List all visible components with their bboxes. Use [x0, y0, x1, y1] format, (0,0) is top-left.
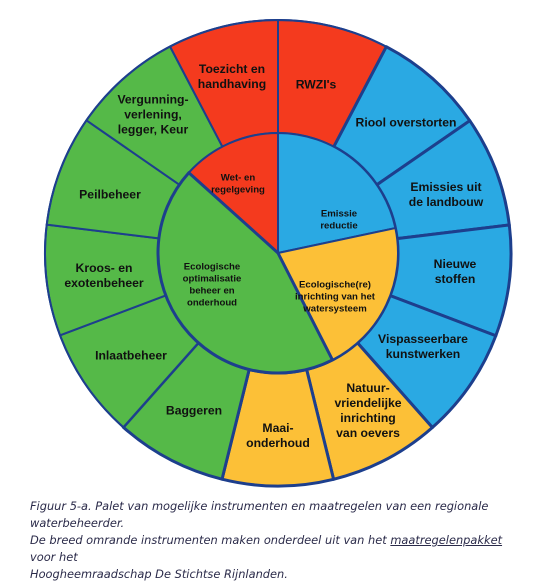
figure-caption: Figuur 5-a. Palet van mogelijke instrume…: [30, 498, 520, 583]
inner-core: [156, 132, 399, 375]
inner-sector-wet-en-regelgeving: [187, 132, 279, 254]
caption-line-3: Hoogheemraadschap De Stichtse Rijnlanden…: [30, 567, 288, 581]
outer-label-vergunning-verlening-legger-keur: Vergunning-verlening,legger, Keur: [117, 92, 188, 136]
outer-label-inlaatbeheer: Inlaatbeheer: [95, 348, 167, 362]
caption-line-2: De breed omrande instrumenten maken onde…: [30, 532, 520, 566]
caption-line-1: Figuur 5-a. Palet van mogelijke instrume…: [30, 499, 489, 530]
outer-label-riool-overstorten: Riool overstorten: [356, 115, 457, 129]
outer-label-baggeren: Baggeren: [166, 403, 222, 417]
outer-label-peilbeheer: Peilbeheer: [79, 187, 141, 201]
outer-label-rwzi-s: RWZI's: [296, 77, 337, 91]
inner-sector-emissie-reductie: [277, 132, 397, 254]
inner-sector-ecologische-re-inrichting-van-het-watersysteem: [277, 227, 399, 361]
inner-sector-ecologische-optimalisatie-beheer-en-onderhoud: [156, 171, 334, 375]
outer-label-maai-onderhoud: Maai-onderhoud: [246, 421, 310, 450]
caption-line-2-end: voor het: [30, 550, 78, 564]
caption-line-2-start: De breed omrande instrumenten maken onde…: [30, 533, 391, 547]
wheel-outline: [44, 19, 512, 487]
caption-link-maatregelenpakket[interactable]: maatregelenpakket: [390, 533, 503, 547]
